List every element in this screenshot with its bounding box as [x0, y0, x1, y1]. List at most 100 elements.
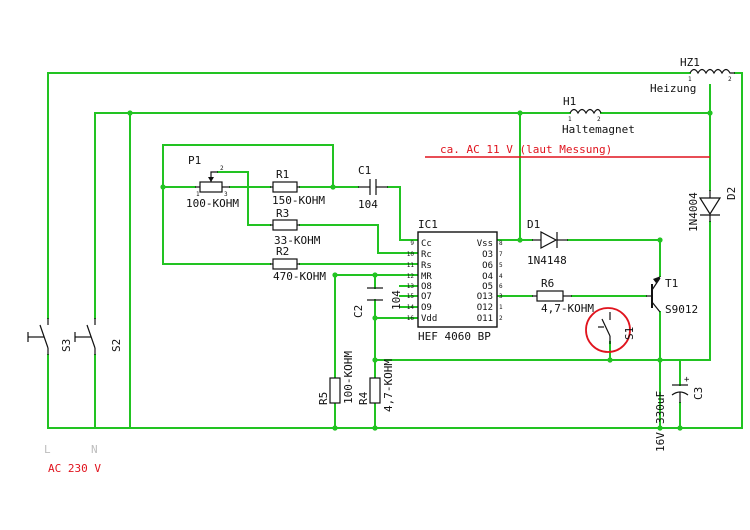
- r4-ref: R4: [357, 391, 370, 405]
- terminal-n: N: [91, 443, 98, 456]
- ic1-pin-number-right: 5: [499, 262, 503, 269]
- component-r6[interactable]: R6 4,7-KOHM: [532, 277, 594, 315]
- r3-value: 33-KOHM: [274, 234, 321, 247]
- svg-text:2: 2: [728, 76, 732, 83]
- ic1-pin-number-left: 12: [407, 273, 415, 280]
- component-r3[interactable]: R3 33-KOHM: [270, 207, 321, 247]
- r3-ref: R3: [276, 207, 289, 220]
- ic1-pin-name-right: Vss: [477, 239, 493, 249]
- ic1-pin-name-right: O6: [482, 261, 493, 271]
- component-r2[interactable]: R2 470-KOHM: [270, 245, 326, 283]
- ic1-pin-number-left: 13: [407, 283, 415, 290]
- ic1-pin-name-left: MR: [421, 272, 432, 282]
- ic1-pin-name-left: O8: [421, 282, 432, 292]
- component-d1[interactable]: D1 1N4148: [527, 218, 568, 267]
- component-h1[interactable]: H1 Haltemagnet 1 2: [562, 95, 635, 136]
- ic1-pin-name-left: Rs: [421, 261, 432, 271]
- r5-value: 100-KOHM: [342, 351, 355, 404]
- d1-ref: D1: [527, 218, 540, 231]
- component-c3[interactable]: + C3 330uF 16V: [654, 375, 705, 452]
- ic1-pin-name-right: O11: [477, 314, 493, 324]
- component-s3[interactable]: S3: [27, 318, 73, 355]
- ic1-pin-name-left: Cc: [421, 239, 432, 249]
- ic1-pin-number-right: 7: [499, 251, 503, 258]
- svg-text:1: 1: [196, 191, 200, 198]
- ic1-pin-name-left: Vdd: [421, 314, 437, 324]
- ic1-value: HEF 4060 BP: [418, 330, 491, 343]
- c3-ref: C3: [692, 387, 705, 400]
- d1-value: 1N4148: [527, 254, 567, 267]
- measure-note: ca. AC 11 V (laut Messung): [425, 143, 710, 158]
- ic1-pin-number-left: 11: [407, 262, 415, 269]
- r2-ref: R2: [276, 245, 289, 258]
- component-r4[interactable]: R4 4,7-KOHM: [357, 359, 395, 412]
- ic1-pin-name-right: O3: [482, 250, 493, 260]
- h1-ref: H1: [563, 95, 576, 108]
- ic1-pin-number-right: 4: [499, 273, 503, 280]
- svg-text:+: +: [684, 375, 690, 385]
- mains-terminals: L N AC 230 V: [44, 443, 101, 475]
- c3-voltage: 16V: [654, 432, 667, 452]
- terminal-l: L: [44, 443, 51, 456]
- component-ic1[interactable]: IC1 HEF 4060 BP Cc9Rc10Rs11MR12O813O715O…: [407, 218, 503, 343]
- wires: [47, 72, 743, 429]
- svg-text:1: 1: [568, 116, 572, 123]
- ic1-pin-number-left: 16: [407, 315, 415, 322]
- ic1-pin-number-left: 10: [407, 251, 415, 258]
- r5-ref: R5: [317, 392, 330, 405]
- svg-text:2: 2: [220, 165, 224, 172]
- s1-ref: S1: [623, 327, 636, 340]
- ic1-pin-name-left: O9: [421, 303, 432, 313]
- ic1-pin-name-left: Rc: [421, 250, 432, 260]
- ic1-pin-number-right: 3: [499, 293, 503, 300]
- ic1-pin-name-right: O5: [482, 282, 493, 292]
- ic1-pin-number-right: 2: [499, 315, 503, 322]
- s2-ref: S2: [110, 339, 123, 352]
- r6-ref: R6: [541, 277, 554, 290]
- p1-ref: P1: [188, 154, 201, 167]
- component-t1[interactable]: T1 S9012: [646, 276, 698, 316]
- ic1-pin-number-left: 9: [410, 240, 414, 247]
- r1-ref: R1: [276, 168, 289, 181]
- component-c1[interactable]: C1 104: [358, 164, 388, 211]
- ic1-pin-number-left: 14: [407, 304, 415, 311]
- mains-label: AC 230 V: [48, 462, 101, 475]
- r1-value: 150-KOHM: [272, 194, 325, 207]
- svg-text:2: 2: [597, 116, 601, 123]
- component-c2[interactable]: C2 104: [352, 287, 403, 318]
- junctions: [127, 110, 713, 431]
- hz1-value: Heizung: [650, 82, 696, 95]
- ic1-pin-number-right: 6: [499, 283, 503, 290]
- ic1-pin-number-right: 8: [499, 240, 503, 247]
- ic1-pin-number-left: 15: [407, 293, 415, 300]
- component-r1[interactable]: R1 150-KOHM: [270, 168, 325, 207]
- ic1-pin-name-right: O13: [477, 292, 493, 302]
- component-hz1[interactable]: HZ1 Heizung 1 2: [650, 56, 735, 95]
- r4-value: 4,7-KOHM: [382, 359, 395, 412]
- c2-ref: C2: [352, 305, 365, 318]
- s3-ref: S3: [60, 339, 73, 352]
- ic1-ref: IC1: [418, 218, 438, 231]
- ic1-pin-name-left: O7: [421, 292, 432, 302]
- component-d2[interactable]: D2 1N4004: [687, 187, 738, 232]
- component-s1[interactable]: S1: [585, 307, 636, 353]
- c2-value: 104: [390, 290, 403, 310]
- c3-value: 330uF: [654, 391, 667, 424]
- component-s2[interactable]: S2: [74, 318, 123, 355]
- ic1-pin-name-right: O4: [482, 272, 493, 282]
- c1-ref: C1: [358, 164, 371, 177]
- ic1-pin-number-right: 1: [499, 304, 503, 311]
- measure-note-text: ca. AC 11 V (laut Messung): [440, 143, 612, 156]
- component-p1[interactable]: P1 100-KOHM 2 1 3: [186, 154, 239, 210]
- ic1-pin-name-right: O12: [477, 303, 493, 313]
- c1-value: 104: [358, 198, 378, 211]
- svg-text:3: 3: [224, 191, 228, 198]
- r6-value: 4,7-KOHM: [541, 302, 594, 315]
- r2-value: 470-KOHM: [273, 270, 326, 283]
- d2-value: 1N4004: [687, 192, 700, 232]
- svg-text:1: 1: [688, 76, 692, 83]
- component-r5[interactable]: R5 100-KOHM: [317, 351, 355, 405]
- d2-ref: D2: [725, 187, 738, 200]
- hz1-ref: HZ1: [680, 56, 700, 69]
